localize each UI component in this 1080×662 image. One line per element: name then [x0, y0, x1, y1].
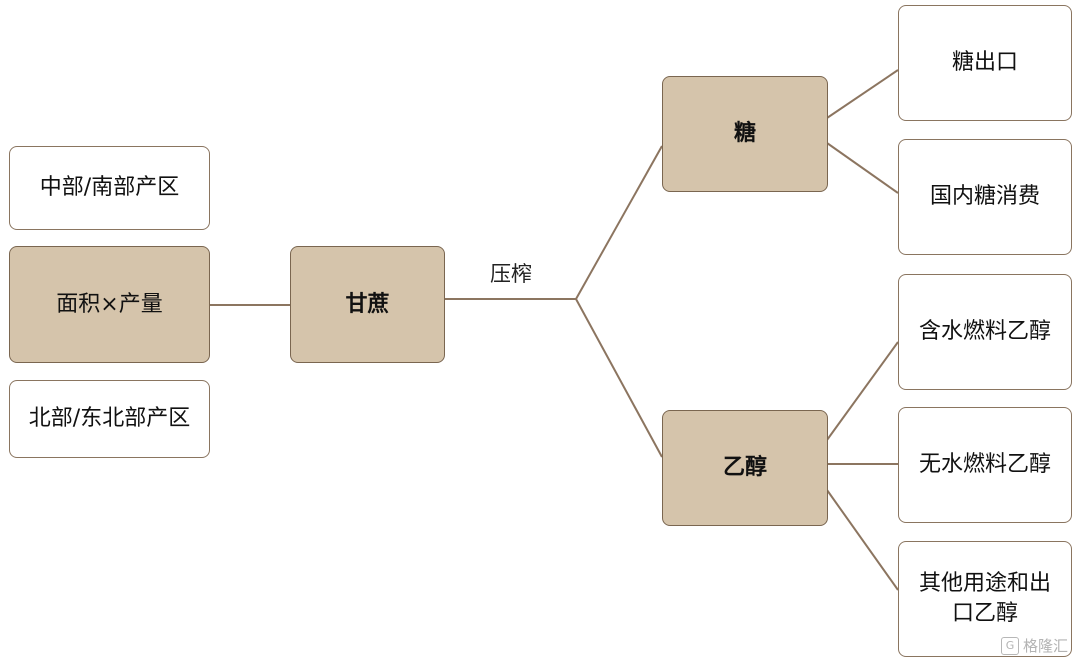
- node-label: 糖出口: [951, 50, 1018, 75]
- link-branch-sugar: [575, 145, 663, 300]
- g-logo-icon: G: [1000, 636, 1019, 655]
- node-central-south: 中部/南部产区: [9, 146, 210, 230]
- edge-label-crushing: 压榨: [490, 262, 532, 286]
- link-sugar-export: [826, 69, 899, 119]
- link-branch-ethanol: [575, 298, 663, 458]
- watermark-text: 格隆汇: [1022, 637, 1068, 655]
- watermark: G 格隆汇: [1000, 635, 1068, 656]
- node-label: 北部/东北部产区: [28, 406, 191, 431]
- node-label: 面积×产量: [56, 291, 163, 317]
- node-ethanol: 乙醇: [662, 410, 828, 526]
- node-sugar: 糖: [662, 76, 828, 192]
- node-north-northeast: 北部/东北部产区: [9, 380, 210, 458]
- link-ethanol-other: [826, 489, 899, 591]
- node-domestic-sugar: 国内糖消费: [898, 139, 1072, 255]
- node-sugarcane: 甘蔗: [290, 246, 445, 363]
- node-label: 含水燃料乙醇: [918, 319, 1051, 344]
- link-ethanol-hydrous: [826, 341, 899, 441]
- node-label: 其他用途和出口乙醇: [918, 571, 1051, 626]
- node-label: 甘蔗: [345, 291, 390, 317]
- node-hydrous-ethanol: 含水燃料乙醇: [898, 274, 1072, 390]
- node-anhydrous-ethanol: 无水燃料乙醇: [898, 407, 1072, 523]
- node-label: 无水燃料乙醇: [918, 452, 1051, 477]
- node-label: 糖: [733, 121, 756, 146]
- node-label: 国内糖消费: [929, 184, 1040, 209]
- node-sugar-export: 糖出口: [898, 5, 1072, 121]
- node-label: 中部/南部产区: [39, 175, 180, 200]
- node-label: 乙醇: [722, 455, 767, 480]
- node-area-yield: 面积×产量: [9, 246, 210, 363]
- link-sugar-domestic: [826, 142, 899, 194]
- node-other-ethanol: 其他用途和出口乙醇: [898, 541, 1072, 657]
